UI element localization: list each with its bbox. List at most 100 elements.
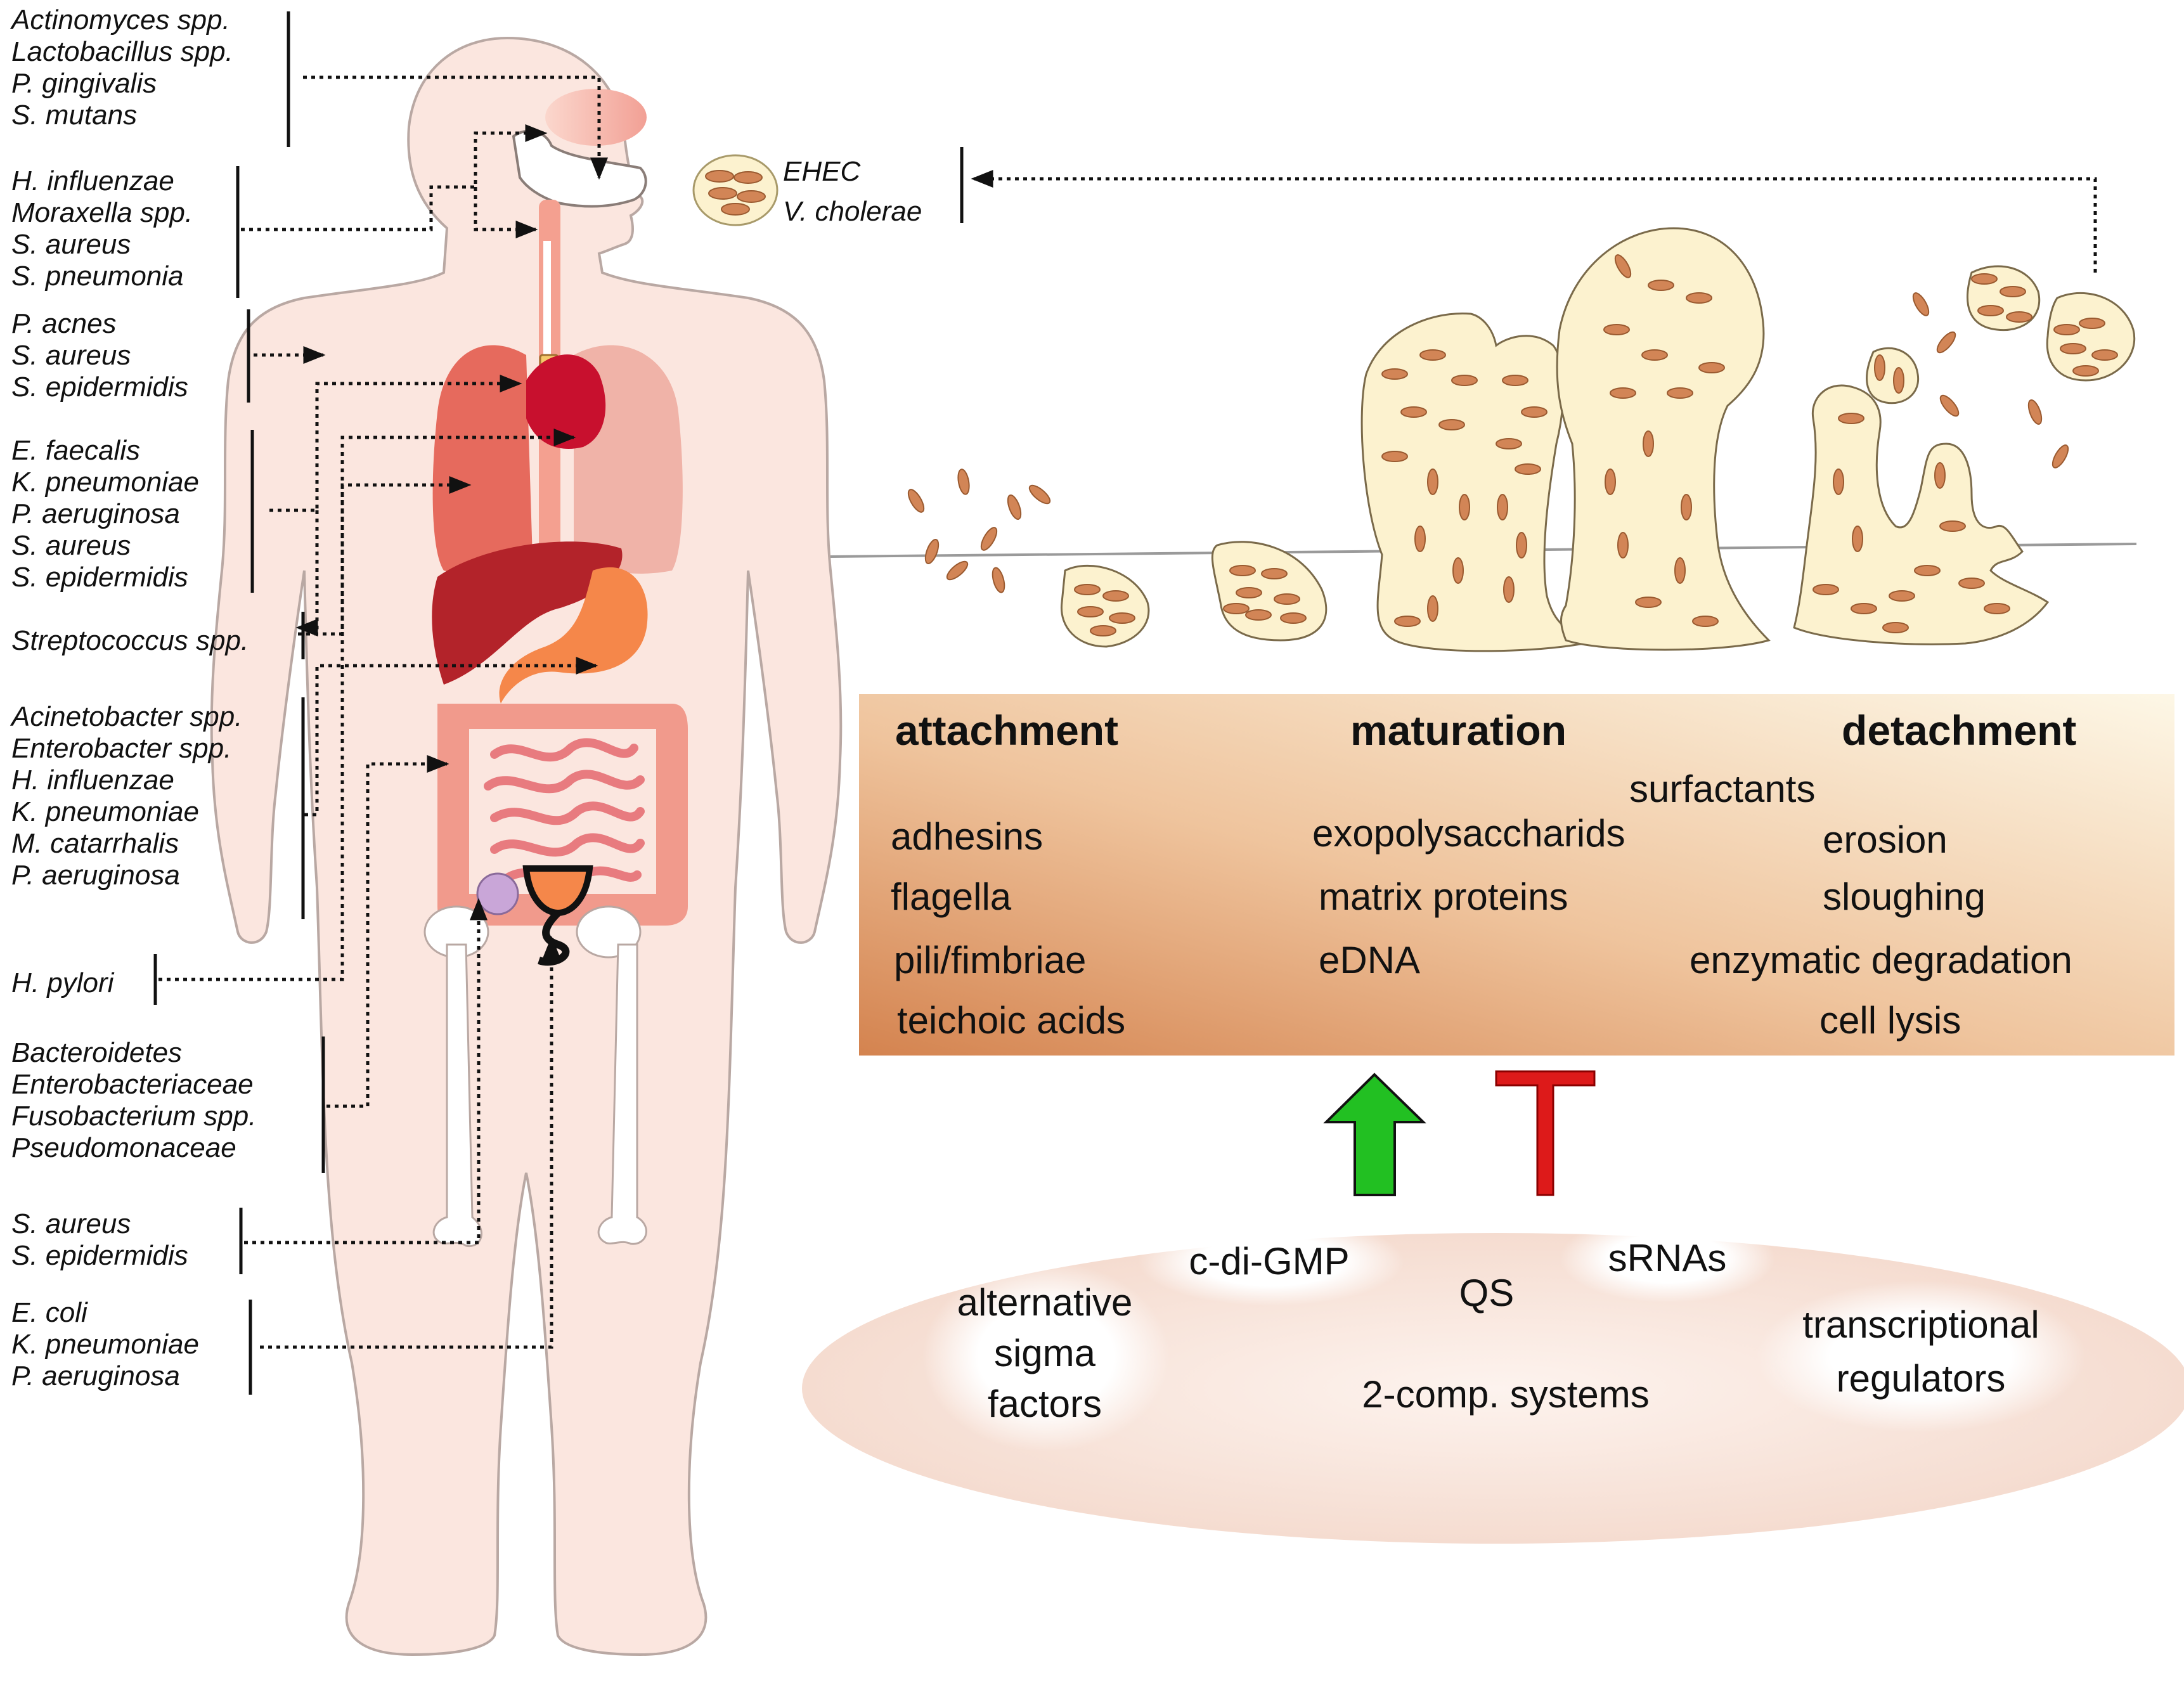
biofilm-lifecycle (830, 227, 2137, 652)
bacterium-cell (1414, 526, 1426, 552)
pathogen-species-label: Pseudomonaceae (11, 1132, 236, 1163)
pathogen-species-label: E. coli (11, 1297, 88, 1328)
bacterium-cell (1641, 349, 1668, 361)
biofilm-mushroom-2 (1556, 227, 1771, 651)
liver (432, 541, 623, 685)
detaching-biofilm (1793, 384, 2050, 645)
bacterium-cell (2053, 324, 2080, 335)
bacterium-cell (1674, 557, 1686, 584)
pathogen-species-label: Bacteroidetes (11, 1037, 182, 1068)
pathogen-species-label: S. epidermidis (11, 562, 188, 593)
pathogen-species-label: P. aeruginosa (11, 860, 180, 891)
biofilm-bacteria (907, 254, 2118, 636)
pathogen-species-label: S. aureus (11, 340, 131, 371)
bacterium-cell (1452, 557, 1464, 584)
pathogen-species-label: Fusobacterium spp. (11, 1101, 256, 1132)
bacterium-cell (2006, 311, 2032, 323)
pathogen-species-label: H. influenzae (11, 765, 174, 796)
bacterium-cell (2091, 349, 2118, 361)
stomach (499, 567, 648, 704)
bacterium-cell (1521, 406, 1548, 418)
bacterium-cell (1812, 584, 1839, 595)
pathogen-species-label: K. pneumoniae (11, 796, 199, 827)
bacterium-cell (992, 567, 1005, 593)
bacterium-cell (1852, 526, 1863, 552)
pathogen-species-label: S. pneumonia (11, 261, 184, 292)
bacterium-cell (1245, 609, 1272, 621)
detachment-factor-2: erosion (1823, 818, 1948, 861)
bacterium-cell (1939, 520, 1966, 532)
detachment-factor-4: enzymatic degradation (1690, 939, 2072, 981)
pathogen-species-label: M. catarrhalis (11, 828, 179, 859)
bacterium-cell (1914, 565, 1941, 576)
bacterium-cell (2072, 365, 2099, 377)
bacterium-cell (1077, 606, 1104, 617)
sigma-cloud (922, 1262, 1170, 1452)
bacterium-cell (1503, 576, 1515, 603)
pathogen-group-stomach: H. pylori (11, 954, 157, 1005)
bacterium-cell (1605, 468, 1616, 495)
bacterium-cell (2027, 399, 2043, 425)
dispersal-species-1: EHEC (783, 156, 861, 187)
regulator-sigma-1: alternative (957, 1281, 1133, 1324)
bacterium-cell (1912, 292, 1930, 316)
bacterium-cell (1893, 367, 1904, 394)
femur-right (597, 943, 647, 1245)
bacterium-cell (1648, 280, 1674, 291)
bacterium-cell (1889, 590, 1915, 602)
bacterium-cell (1496, 438, 1522, 449)
transcriptional-cloud (1756, 1281, 2086, 1433)
mouth-region (545, 89, 647, 146)
leader-lines (158, 75, 2097, 1349)
femur-left (432, 943, 482, 1247)
bacterium-cell (1427, 468, 1438, 495)
bacterium-cell (1236, 587, 1262, 598)
pathogen-species-label: K. pneumoniae (11, 467, 199, 498)
bacterium-cell (957, 468, 970, 495)
regulator-transcriptional-2: regulators (1837, 1357, 2006, 1400)
detached-cluster-3 (1866, 347, 1920, 404)
bacterium-cell (924, 539, 940, 564)
regulator-transcriptional-1: transcriptional (1802, 1303, 2039, 1346)
regulator-qs: QS (1459, 1272, 1515, 1314)
pathogen-group-stomach-heart: Streptococcus spp. (11, 612, 305, 659)
pathogen-species-label: S. aureus (11, 530, 131, 561)
bacterium-cell (907, 489, 925, 513)
detachment-factor-5: cell lysis (1819, 999, 1961, 1042)
attachment-factor-3: pili/fimbriae (894, 939, 1086, 981)
bacterium-cell (1874, 354, 1885, 381)
pathogen-species-label: Streptococcus spp. (11, 625, 249, 656)
pathogen-species-label: Moraxella spp. (11, 197, 193, 228)
pathogen-group-intestine: BacteroidetesEnterobacteriaceaeFusobacte… (11, 1037, 325, 1173)
bacterium-cell (1698, 362, 1725, 373)
pathogen-species-label: S. mutans (11, 100, 137, 131)
pathogen-species-label: Lactobacillus spp. (11, 36, 233, 67)
bacterium-cell (1419, 349, 1446, 361)
bacterium-cell (1223, 603, 1250, 614)
bacterium-cell (1438, 419, 1465, 430)
pathogen-species-label: S. aureus (11, 1208, 131, 1239)
bacterium-cell (1882, 622, 1909, 633)
bacterium-cell (1643, 430, 1654, 457)
pathogen-species-label: P. aeruginosa (11, 1360, 180, 1392)
pathogen-species-label: P. gingivalis (11, 68, 157, 99)
pathogen-species-label: P. acnes (11, 308, 117, 339)
bacterium-cell (1451, 375, 1478, 386)
pathogen-species-label: K. pneumoniae (11, 1329, 199, 1360)
pathogen-species-label: Actinomyces spp. (10, 4, 230, 36)
promote-arrow (1323, 1073, 1426, 1196)
bacterium-cell (1936, 331, 1956, 354)
bacterium-cell (1261, 568, 1288, 579)
bacterium-cell (1102, 590, 1129, 602)
bacterium-cell (1977, 305, 2004, 316)
detachment-factor-3: sloughing (1823, 875, 1986, 918)
bacterium-cell (1497, 494, 1508, 520)
pathogen-species-label: Acinetobacter spp. (10, 701, 242, 732)
bacterium-cell (1028, 484, 1051, 505)
bacterium-cell (1502, 375, 1528, 386)
bacterium-cell (1610, 387, 1636, 399)
